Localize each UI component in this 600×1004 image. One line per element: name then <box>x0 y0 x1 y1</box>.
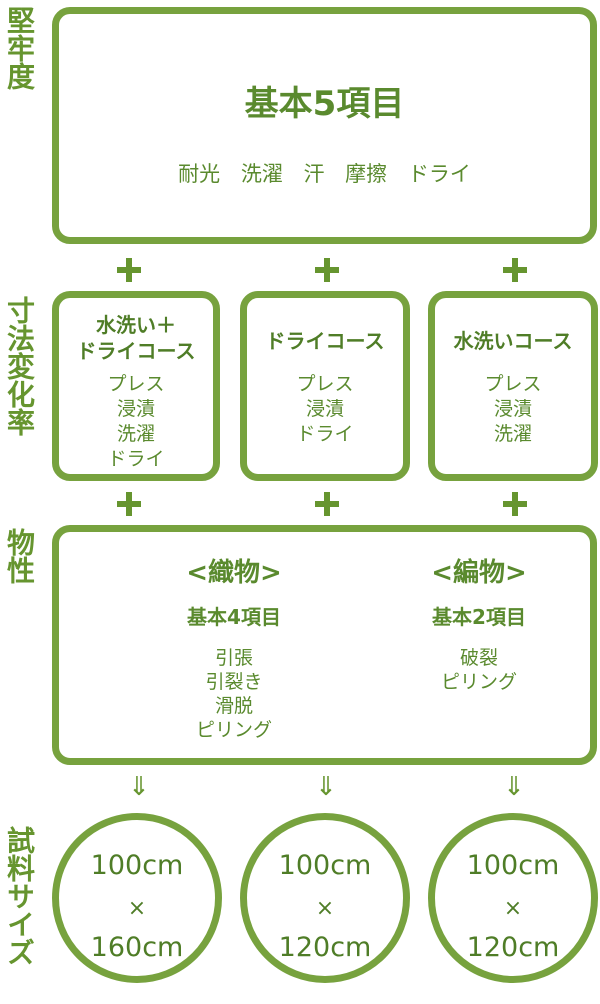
plus-icon <box>503 258 527 282</box>
section-label-fastness: 堅牢度 <box>3 6 36 90</box>
sample-height: 120cm <box>466 932 560 963</box>
knit-column: <編物> 基本2項目 破裂 ピリング <box>379 552 579 694</box>
knit-items: 破裂 ピリング <box>440 647 517 693</box>
sample-width: 100cm <box>278 850 372 881</box>
sample-circle: 100cm × 160cm <box>52 813 222 983</box>
knit-sub: 基本2項目 <box>432 605 526 629</box>
fastness-title: 基本5項目 <box>244 84 405 124</box>
plus-icon <box>117 492 141 516</box>
course-items: プレス 浸漬 洗濯 <box>484 373 542 445</box>
course-box-wash: 水洗いコース プレス 浸漬 洗濯 <box>428 291 598 481</box>
course-title: ドライコース <box>265 329 385 353</box>
physical-box: <織物> 基本4項目 引張 引裂き 滑脱 ピリング <編物> 基本2項目 破裂 … <box>52 525 597 765</box>
woven-column: <織物> 基本4項目 引張 引裂き 滑脱 ピリング <box>119 552 349 742</box>
woven-sub: 基本4項目 <box>187 605 281 629</box>
sample-times: × <box>503 896 523 921</box>
down-arrow-icon: ⇓ <box>315 772 337 802</box>
down-arrow-icon: ⇓ <box>503 772 525 802</box>
plus-icon <box>117 258 141 282</box>
course-box-dry: ドライコース プレス 浸漬 ドライ <box>240 291 410 481</box>
course-items: プレス 浸漬 ドライ <box>296 373 354 445</box>
plus-icon <box>315 492 339 516</box>
sample-times: × <box>315 896 335 921</box>
sample-width: 100cm <box>90 850 184 881</box>
down-arrow-icon: ⇓ <box>128 772 150 802</box>
course-title: 水洗い＋ ドライコース <box>76 313 196 363</box>
plus-icon <box>503 492 527 516</box>
sample-circle: 100cm × 120cm <box>240 813 410 983</box>
section-label-dimension: 寸法変化率 <box>3 296 36 436</box>
section-label-physical: 物性 <box>3 528 36 584</box>
plus-icon <box>315 258 339 282</box>
fastness-box: 基本5項目 耐光 洗濯 汗 摩擦 ドライ <box>52 7 597 244</box>
section-label-sample: 試料サイズ <box>3 826 36 966</box>
sample-height: 160cm <box>90 932 184 963</box>
sample-times: × <box>127 896 147 921</box>
course-items: プレス 浸漬 洗濯 ドライ <box>107 373 165 470</box>
sample-circle: 100cm × 120cm <box>428 813 598 983</box>
woven-items: 引張 引裂き 滑脱 ピリング <box>195 647 272 741</box>
course-box-wash-dry: 水洗い＋ ドライコース プレス 浸漬 洗濯 ドライ <box>52 291 220 481</box>
course-title: 水洗いコース <box>453 329 573 353</box>
sample-width: 100cm <box>466 850 560 881</box>
sample-height: 120cm <box>278 932 372 963</box>
woven-heading: <織物> <box>186 558 282 588</box>
fastness-items: 耐光 洗濯 汗 摩擦 ドライ <box>178 162 471 186</box>
knit-heading: <編物> <box>431 558 527 588</box>
